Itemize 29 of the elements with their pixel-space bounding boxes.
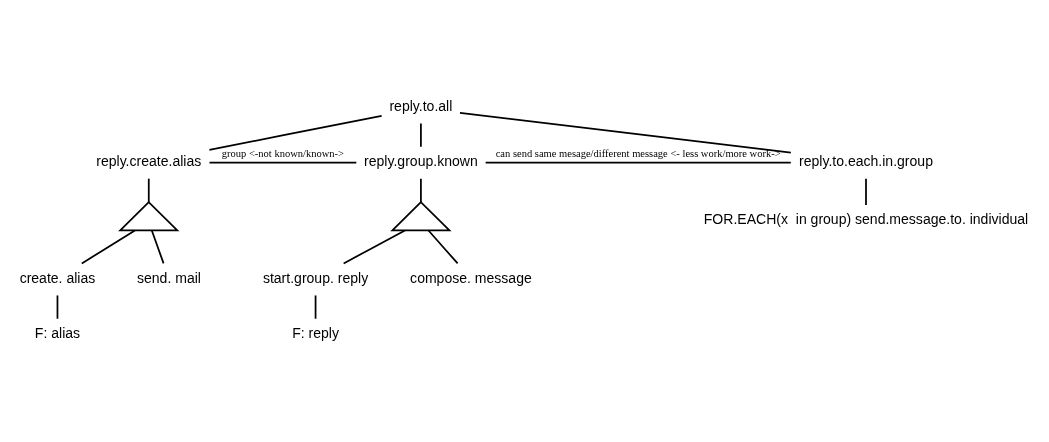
node-text: compose. message — [410, 269, 532, 286]
connector — [314, 294, 317, 320]
connector — [147, 177, 150, 203]
node-triangle — [390, 200, 452, 232]
connector — [150, 229, 165, 265]
connector — [208, 115, 383, 151]
edge-label: group <-not known/known-> — [221, 148, 344, 159]
connector — [56, 294, 59, 320]
node-text: create. alias — [19, 269, 96, 286]
connector — [459, 112, 792, 154]
node-text: reply.to.all — [389, 97, 453, 114]
node-text: send. mail — [136, 269, 201, 286]
edge-label: can send same mesage/different message <- less work/more work-> — [495, 148, 781, 159]
connector — [342, 229, 406, 265]
node-text: reply.group.known — [364, 152, 478, 169]
node-text: FOR.EACH(x in group) send.message.to. individual — [703, 211, 1029, 228]
node-text: F: reply — [292, 325, 339, 342]
connector — [420, 122, 422, 148]
connector — [865, 177, 867, 206]
connector — [80, 229, 136, 265]
node-text: F: alias — [34, 325, 81, 342]
node-text: start.group. reply — [262, 269, 369, 286]
node-triangle — [118, 200, 180, 232]
node-text: reply.to.each.in.group — [799, 152, 933, 169]
connector — [420, 177, 422, 203]
connector — [484, 161, 792, 164]
node-text: reply.create.alias — [96, 152, 202, 169]
connector — [208, 161, 358, 164]
connector — [427, 229, 459, 265]
